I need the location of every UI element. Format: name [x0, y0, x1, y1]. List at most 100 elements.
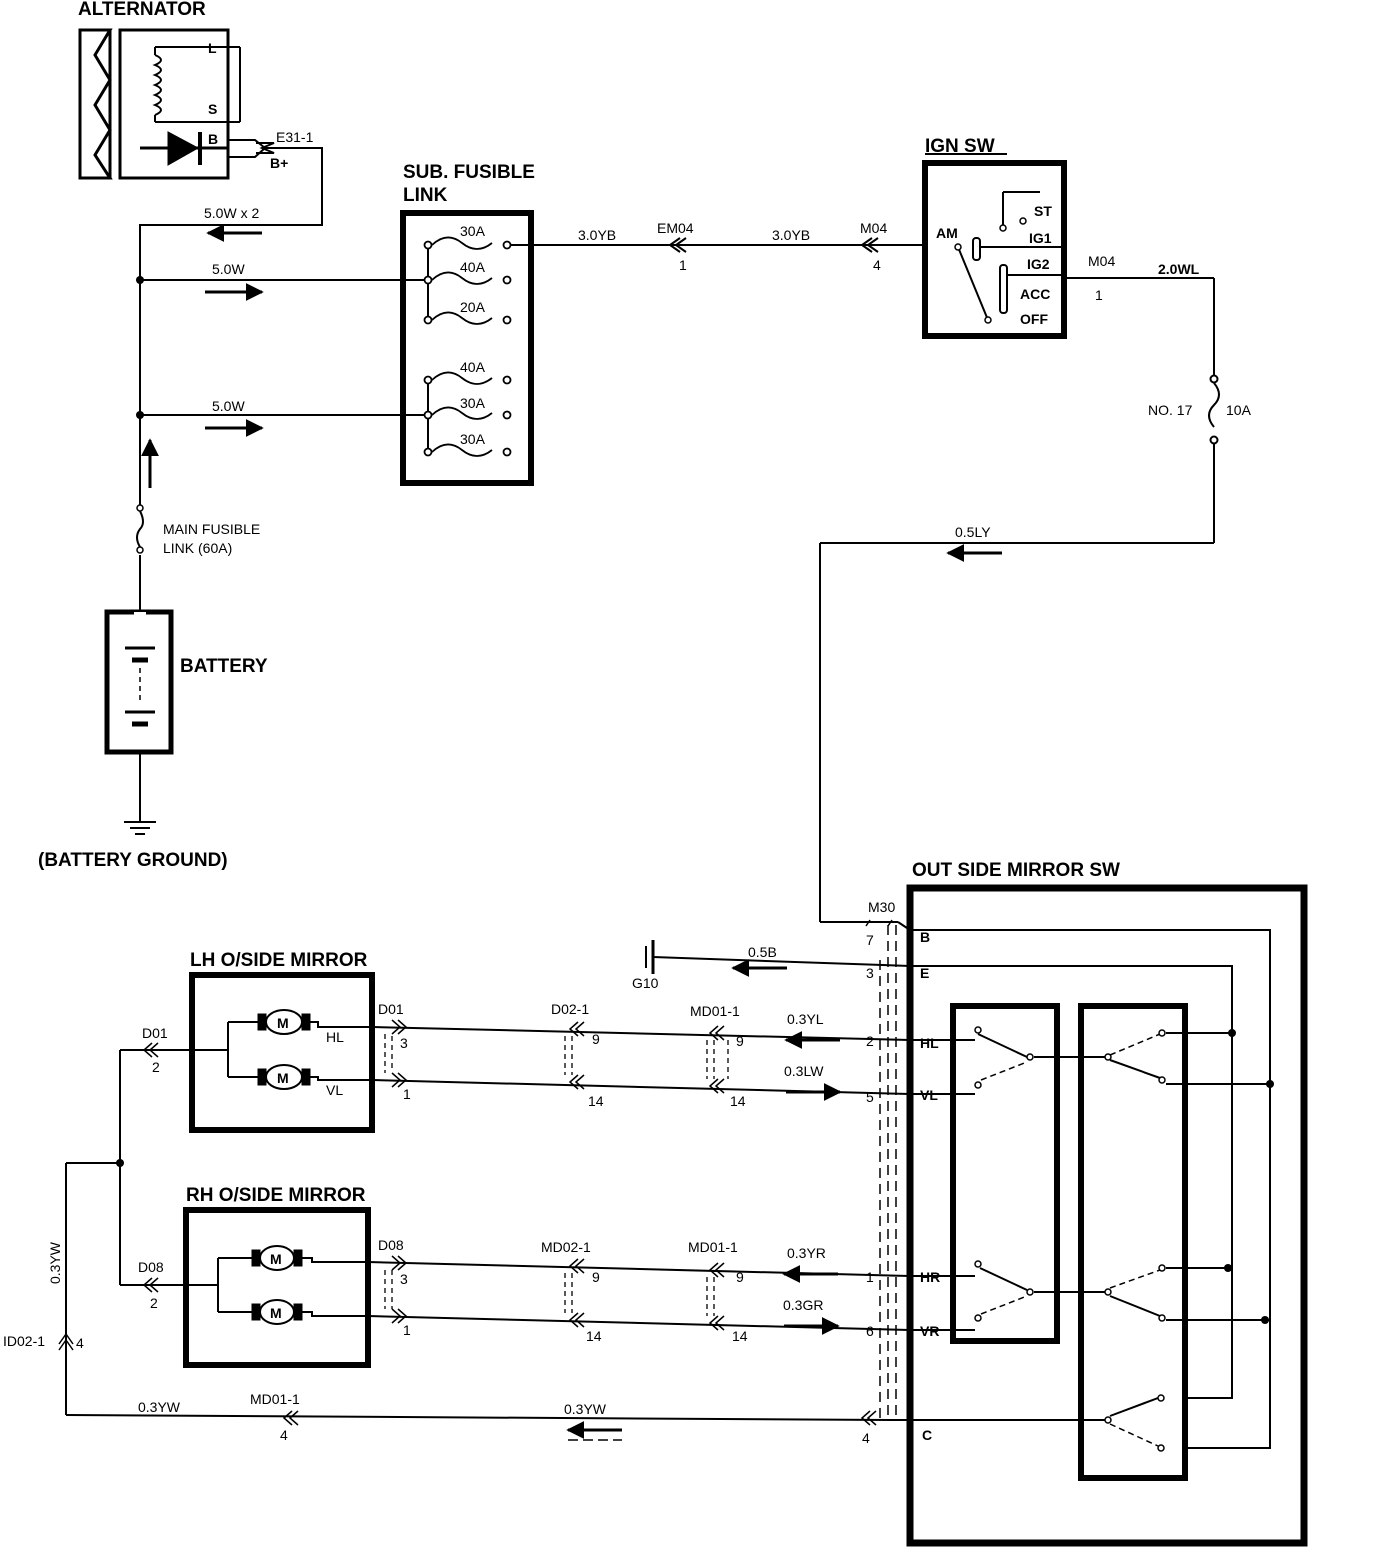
wire-alt-out [139, 147, 323, 820]
battery-ground-label: (BATTERY GROUND) [38, 850, 228, 871]
conn-pin: 9 [592, 1031, 600, 1047]
fuse-rating: 40A [460, 259, 486, 275]
ign-pos-ig1: IG1 [1029, 230, 1052, 246]
lh-hl-label: HL [326, 1029, 344, 1045]
conn-pin: 1 [403, 1322, 411, 1338]
conn-pin: 3 [400, 1035, 408, 1051]
fuse-rating: 30A [460, 431, 486, 447]
wire-label: 0.3GR [783, 1297, 823, 1313]
conn-md01-1-bottom: MD01-1 [250, 1391, 300, 1407]
alternator-title: ALTERNATOR [78, 0, 206, 20]
junction-dot [136, 411, 144, 419]
m30-connector [820, 919, 911, 1418]
ign-pos-st: ST [1034, 203, 1052, 219]
main-link-line2: LINK (60A) [163, 540, 232, 556]
wire-label: 3.0YB [772, 227, 810, 243]
m30-pin: 2 [866, 1033, 874, 1049]
battery [104, 609, 174, 755]
conn-pin: 14 [588, 1093, 604, 1109]
wire-label: 0.5LY [955, 524, 991, 540]
conn-md01-1: MD01-1 [690, 1003, 740, 1019]
lh-vl-label: VL [326, 1082, 343, 1098]
conn-pin: 9 [592, 1269, 600, 1285]
conn-pin: 9 [736, 1033, 744, 1049]
junction-dot [116, 1159, 124, 1167]
conn-pin: 14 [586, 1328, 602, 1344]
conn-m04-out-pin: 1 [1095, 287, 1103, 303]
ground-g10 [645, 940, 911, 977]
g10-label: G10 [632, 975, 659, 991]
ign-pos-acc: ACC [1020, 286, 1050, 302]
fuse-rating: 30A [460, 223, 486, 239]
alternator-body [118, 28, 230, 180]
m30-pin: 7 [866, 932, 874, 948]
wire-label-alt-out: 5.0W x 2 [204, 205, 259, 221]
sw-term-hl: HL [920, 1035, 939, 1051]
fuse17-rating: 10A [1226, 402, 1252, 418]
wire-label: 0.3YL [787, 1011, 824, 1027]
ign-switch [922, 160, 1067, 339]
motor-label: M [270, 1305, 282, 1321]
wire-ign-out [819, 277, 1220, 922]
conn-pin: 4 [280, 1427, 288, 1443]
conn-md01-1: MD01-1 [688, 1239, 738, 1255]
wire-label: 2.0WL [1158, 261, 1200, 277]
conn-m04-out: M04 [1088, 253, 1115, 269]
fuse-rating: 40A [460, 359, 486, 375]
rh-mirror-title: RH O/SIDE MIRROR [186, 1185, 366, 1206]
motor-label: M [270, 1251, 282, 1267]
m30-pin: 5 [866, 1089, 874, 1105]
sw-term-c: C [922, 1427, 932, 1443]
sub-link-title-1: SUB. FUSIBLE [403, 162, 535, 183]
sw-term-e: E [920, 965, 929, 981]
conn-d01-left: D01 [142, 1025, 168, 1041]
lh-mirror-title: LH O/SIDE MIRROR [190, 950, 368, 971]
sw-term-hr: HR [920, 1269, 940, 1285]
wire-label: 0.5B [748, 944, 777, 960]
conn-em04: EM04 [657, 220, 694, 236]
conn-m30: M30 [868, 899, 895, 915]
wire-label: 3.0YB [578, 227, 616, 243]
conn-d01: D01 [378, 1001, 404, 1017]
coil-icon [152, 54, 162, 116]
m30-pin: 4 [862, 1430, 870, 1446]
conn-d08: D08 [378, 1237, 404, 1253]
conn-md02-1: MD02-1 [541, 1239, 591, 1255]
fuse-rating: 30A [460, 395, 486, 411]
conn-pin: 1 [403, 1086, 411, 1102]
sub-link-title-2: LINK [403, 185, 448, 206]
fuse-rating: 20A [460, 299, 486, 315]
conn-id02-1: ID02-1 [3, 1333, 45, 1349]
wire-label: 0.3YR [787, 1245, 826, 1261]
ign-pos-ig2: IG2 [1027, 256, 1050, 272]
conn-m04-in: M04 [860, 220, 887, 236]
main-fusible-link [134, 504, 146, 555]
alternator-pulley [78, 28, 113, 180]
common-wiring [58, 1042, 891, 1441]
junction-dot [136, 276, 144, 284]
conn-pin: 14 [730, 1093, 746, 1109]
wire-label: 0.3YW [138, 1399, 181, 1415]
motor-label: M [277, 1070, 289, 1086]
conn-pin: 4 [76, 1335, 84, 1351]
ign-am: AM [936, 225, 958, 241]
wire-link-to-ign [531, 237, 925, 253]
mirror-sw-title: OUT SIDE MIRROR SW [912, 860, 1120, 881]
wire-label-feed-upper: 5.0W [212, 261, 245, 277]
conn-d02-1: D02-1 [551, 1001, 589, 1017]
sub-fusible-link [400, 210, 534, 486]
conn-em04-pin: 1 [679, 257, 687, 273]
conn-pin: 14 [732, 1328, 748, 1344]
m30-pin: 3 [866, 965, 874, 981]
junction-dots [1224, 1029, 1274, 1324]
wire-label-feed-lower: 5.0W [212, 398, 245, 414]
alt-pin-l: L [208, 40, 217, 56]
conn-m04-in-pin: 4 [873, 257, 881, 273]
lh-mirror [120, 972, 375, 1133]
rh-harness [367, 1255, 911, 1335]
outside-mirror-switch [890, 884, 1308, 1547]
alt-terminal: B+ [270, 155, 288, 171]
sw-term-vr: VR [920, 1323, 939, 1339]
